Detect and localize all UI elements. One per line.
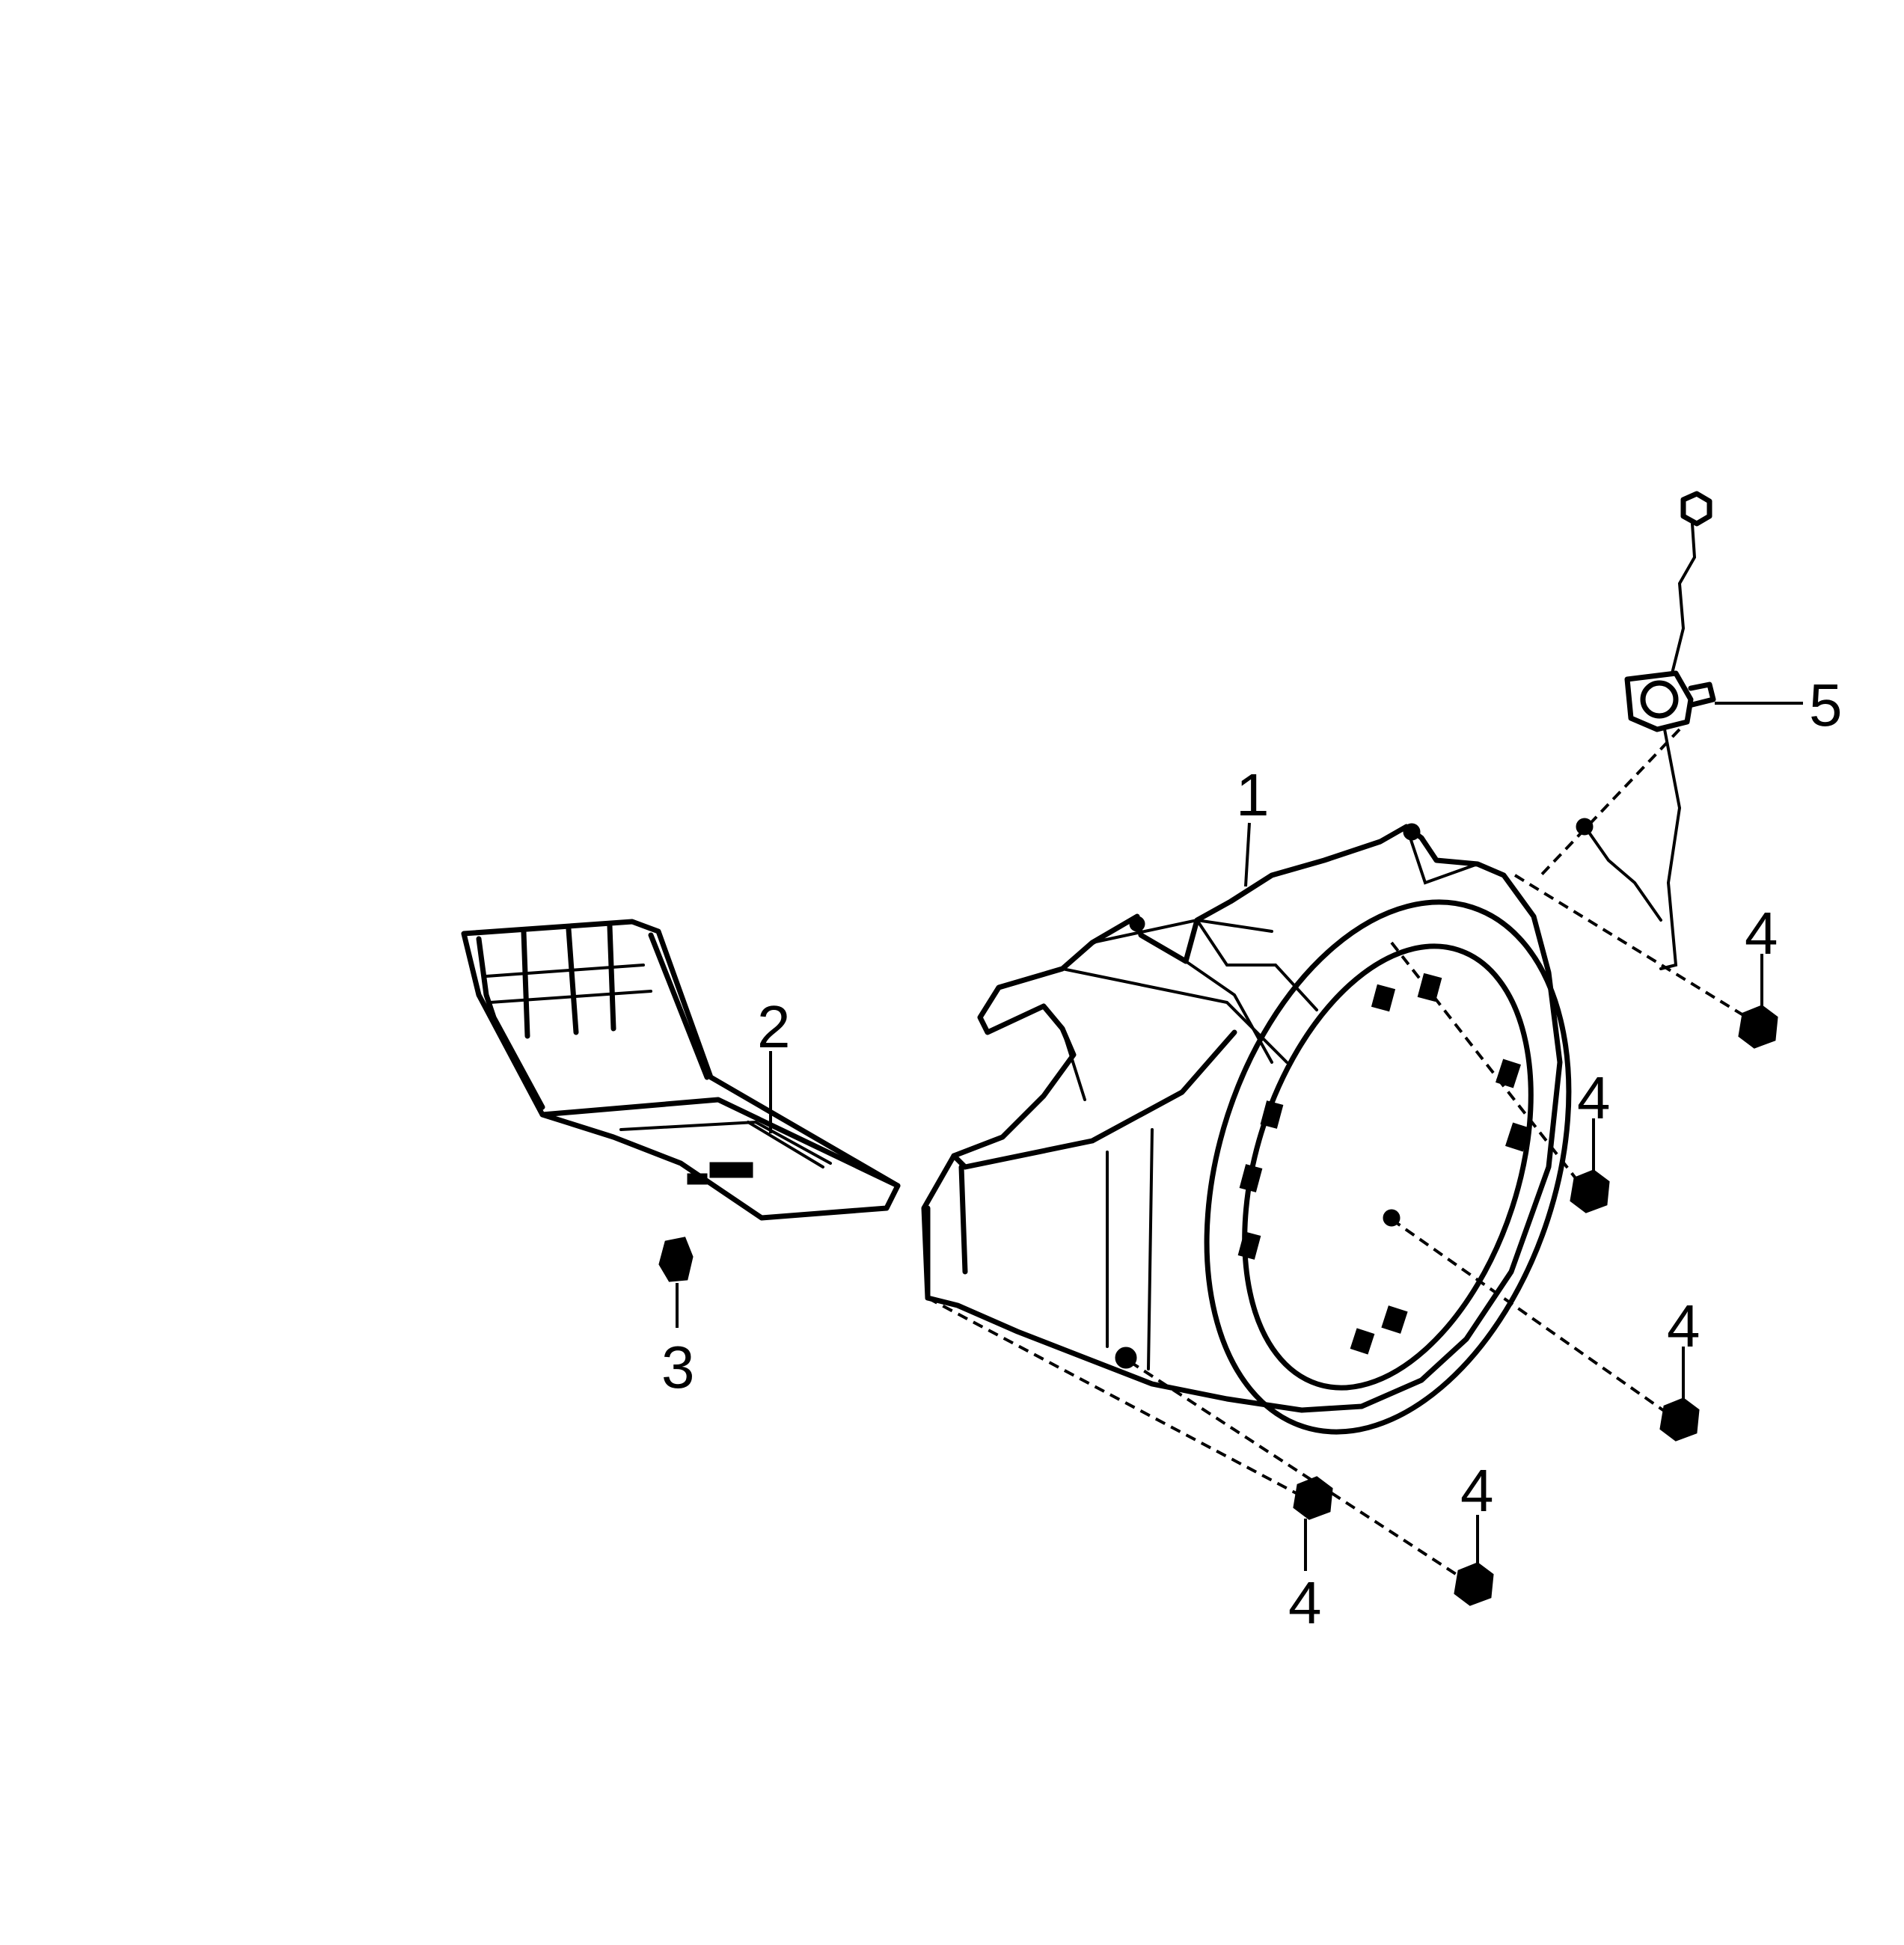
callout-1: 1 <box>1236 762 1270 828</box>
shroud-rim-vents <box>1237 972 1531 1355</box>
callout-2: 2 <box>757 993 791 1060</box>
callout-4-mid: 4 <box>1577 1065 1611 1131</box>
part-4-bolts <box>1293 1005 1778 1606</box>
part-3-clip <box>658 1237 694 1328</box>
callout-4-top-right: 4 <box>1745 900 1778 967</box>
part-2-cover-plate <box>461 919 901 1221</box>
part-5-sensor <box>1576 491 1803 970</box>
assembly-lines <box>927 728 1748 1580</box>
callout-4-right: 4 <box>1667 1293 1701 1359</box>
callout-3: 3 <box>661 1334 695 1400</box>
callout-4-bottom-right: 4 <box>1460 1457 1494 1524</box>
callout-5: 5 <box>1809 672 1843 738</box>
part-1-fan-shroud <box>921 823 1572 1435</box>
callout-4-bottom: 4 <box>1288 1569 1322 1636</box>
leader-lines <box>769 822 1763 1571</box>
callout-labels: 1 2 3 4 4 4 4 4 5 <box>661 672 1843 1636</box>
